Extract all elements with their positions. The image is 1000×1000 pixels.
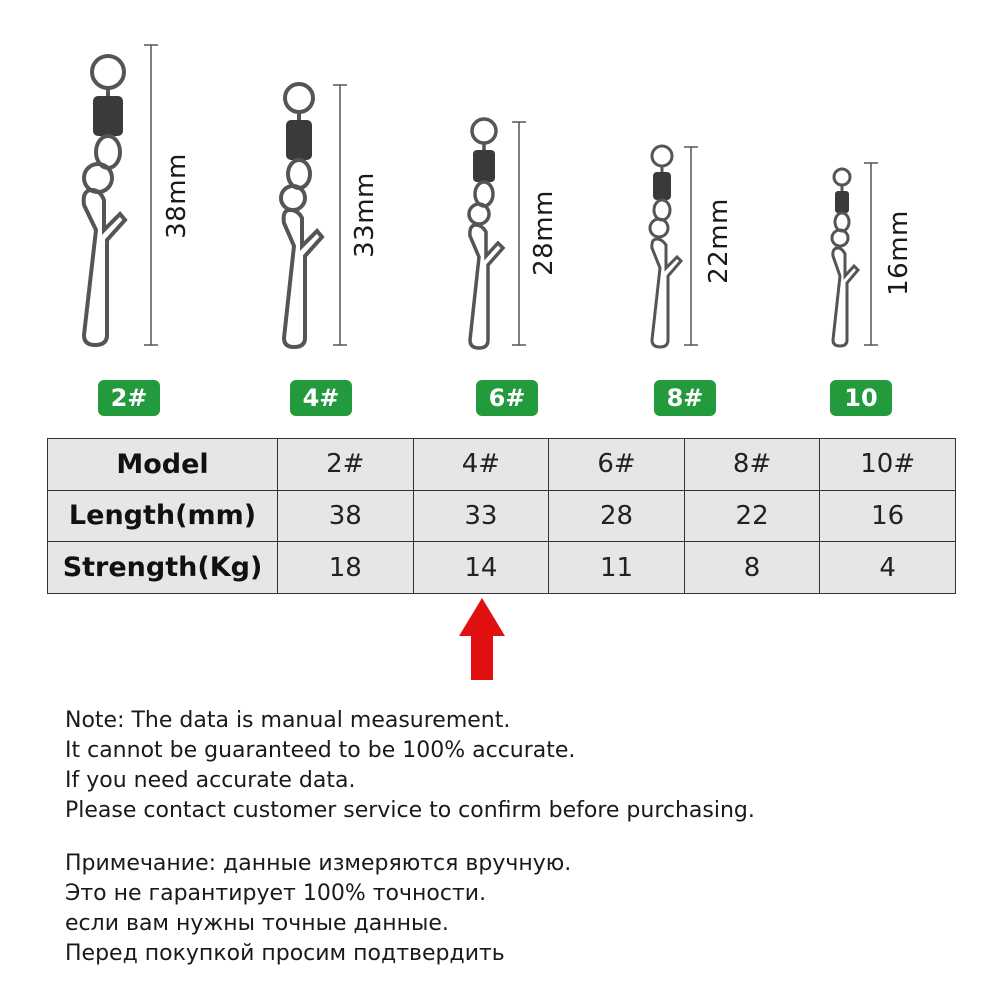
table-cell: 16 <box>819 489 956 543</box>
row-header: Model <box>47 438 278 491</box>
table-cell: 33 <box>412 489 550 543</box>
row-header: Length(mm) <box>47 489 278 543</box>
table-row: Length(mm) 38 33 28 22 16 <box>47 489 956 543</box>
swivel-snap-image <box>648 144 684 349</box>
table-cell: 38 <box>277 489 414 543</box>
table-cell: 8 <box>683 541 821 594</box>
table-cell: 4# <box>412 438 550 491</box>
size-badge: 6# <box>476 380 538 416</box>
note-english: Note: The data is manual measurement. It… <box>65 706 755 826</box>
size-badge: 4# <box>290 380 352 416</box>
note-line: Note: The data is manual measurement. <box>65 708 511 733</box>
spec-table: Model 2# 4# 6# 8# 10# Length(mm) 38 33 2… <box>47 438 956 594</box>
table-cell: 6# <box>548 438 685 491</box>
swivel-snap-image <box>830 167 861 348</box>
table-cell: 10# <box>819 438 956 491</box>
arrow-up-icon <box>459 598 505 680</box>
size-badge: 2# <box>98 380 160 416</box>
table-cell: 4 <box>819 541 956 594</box>
dimension-line <box>684 146 698 346</box>
table-cell: 8# <box>683 438 821 491</box>
note-line: Примечание: данные измеряются вручную. <box>65 851 572 876</box>
table-row: Strength(Kg) 18 14 11 8 4 <box>47 541 956 594</box>
note-line: если вам нужны точные данные. <box>65 911 449 936</box>
dimension-line <box>333 84 347 346</box>
note-russian: Примечание: данные измеряются вручную. Э… <box>65 849 571 969</box>
table-cell: 18 <box>277 541 414 594</box>
swivel-snap-image <box>81 54 128 348</box>
table-row: Model 2# 4# 6# 8# 10# <box>47 438 956 491</box>
note-line: Это не гарантирует 100% точности. <box>65 881 487 906</box>
table-cell: 22 <box>683 489 821 543</box>
table-cell: 11 <box>548 541 685 594</box>
swivel-snap-image <box>279 82 325 350</box>
dimension-line <box>144 44 158 346</box>
size-badge: 10 <box>830 380 892 416</box>
dimension-line <box>864 162 878 346</box>
row-header: Strength(Kg) <box>47 541 278 594</box>
note-line: Перед покупкой просим подтвердить <box>65 941 505 966</box>
swivel-snap-image <box>467 117 506 350</box>
note-line: Please contact customer service to confi… <box>65 798 755 823</box>
size-badge: 8# <box>654 380 716 416</box>
note-line: It cannot be guaranteed to be 100% accur… <box>65 738 576 763</box>
table-cell: 2# <box>277 438 414 491</box>
dimension-label: 16mm <box>883 210 914 296</box>
dimension-line <box>512 121 526 346</box>
table-cell: 28 <box>548 489 685 543</box>
table-cell: 14 <box>412 541 550 594</box>
note-line: If you need accurate data. <box>65 768 356 793</box>
